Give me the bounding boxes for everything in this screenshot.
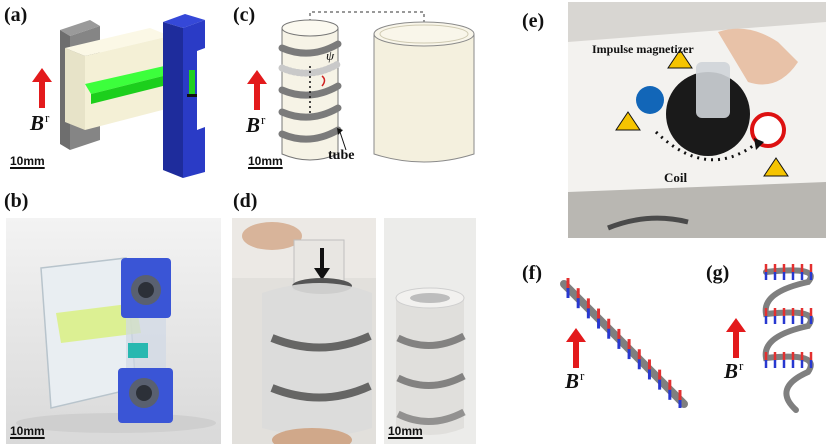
scale-bar-a: 10mm (10, 154, 45, 168)
device-photo-b: 10mm (6, 218, 221, 444)
remanence-label-a: Br (30, 110, 50, 135)
device-photo-d-right: 10mm (384, 218, 476, 444)
field-arrow-f (566, 328, 586, 368)
panel-label-d: (d) (233, 190, 258, 212)
magnetizer-label: Impulse magnetizer (592, 42, 694, 56)
remanence-label-c: Br (246, 112, 266, 137)
helix-schematic: ψ (278, 11, 475, 163)
remanence-label-g: Br (724, 358, 744, 383)
helical-magnet-rod (762, 264, 814, 413)
panel-label-e: (e) (522, 10, 545, 32)
coil-label: Coil (664, 170, 688, 185)
panel-label-c: (c) (233, 4, 256, 26)
scale-bar-b: 10mm (10, 424, 45, 438)
tube-label: tube (328, 148, 355, 163)
field-arrow-a (32, 68, 52, 108)
field-arrow-g (726, 318, 746, 358)
magnetizer-photo: Impulse magnetizer Coil (568, 2, 826, 238)
cad-assembly-render (60, 14, 205, 178)
panel-label-a: (a) (4, 4, 28, 26)
scale-bar-d-right: 10mm (388, 424, 423, 438)
panel-label-b: (b) (4, 190, 29, 212)
panel-label-f: (f) (522, 262, 542, 284)
panel-label-g: (g) (706, 262, 730, 284)
psi-symbol: ψ (326, 48, 335, 63)
device-photo-d-left (232, 218, 376, 444)
remanence-label-f: Br (565, 368, 585, 393)
field-arrow-c (247, 70, 267, 110)
straight-magnet-rod (560, 278, 688, 408)
scale-bar-c: 10mm (248, 154, 283, 168)
